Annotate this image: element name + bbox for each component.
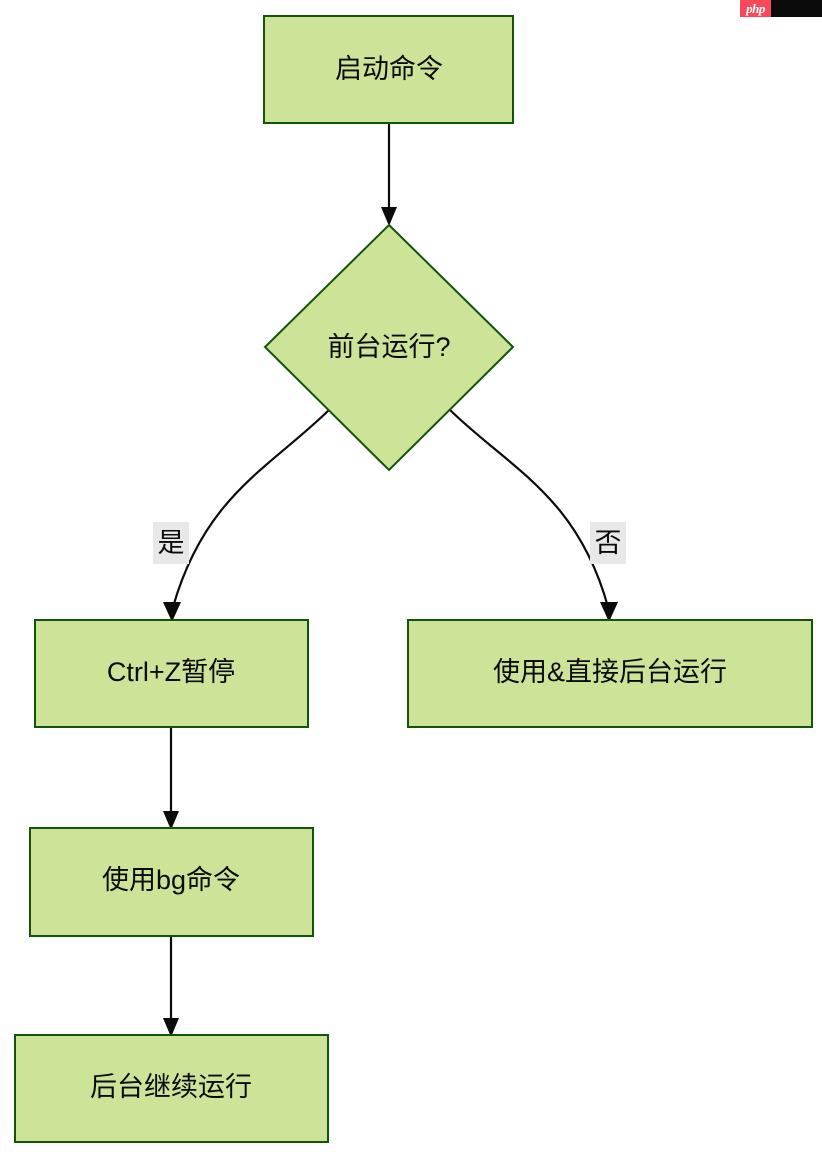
edge-label-yes-background [153, 522, 189, 564]
node-suspend-shape[interactable] [34, 619, 309, 728]
edge-label-yes: 是 [153, 522, 189, 564]
node-decision-label: 前台运行? [327, 332, 450, 362]
node-bg[interactable]: 使用bg命令 [29, 827, 314, 937]
edge-decision-to-ampersand [448, 408, 618, 622]
edge-line [171, 408, 331, 608]
edge-start-to-decision [381, 123, 397, 226]
node-bg-label: 使用bg命令 [102, 865, 240, 895]
edge-label-yes-text: 是 [158, 528, 185, 558]
node-ampersand-label: 使用&直接后台运行 [493, 657, 727, 687]
node-decision[interactable]: 前台运行? [263, 223, 515, 472]
edge-label-no-background [590, 522, 626, 564]
node-running-label: 后台继续运行 [90, 1072, 252, 1102]
node-decision-shape[interactable] [263, 223, 515, 472]
arrowhead-icon [163, 1018, 179, 1037]
node-start[interactable]: 启动命令 [263, 15, 514, 124]
node-ampersand-shape[interactable] [407, 619, 813, 728]
node-start-shape[interactable] [263, 15, 514, 124]
arrowhead-icon [163, 811, 179, 830]
edge-label-no-text: 否 [595, 528, 622, 558]
node-ampersand[interactable]: 使用&直接后台运行 [407, 619, 813, 728]
php-logo-icon: php [740, 0, 771, 17]
edge-line [448, 408, 610, 608]
edge-label-no: 否 [590, 522, 626, 564]
arrowhead-icon [600, 602, 618, 622]
arrowhead-icon [163, 602, 181, 622]
watermark-badge: php [740, 0, 822, 17]
node-suspend-label: Ctrl+Z暂停 [107, 657, 235, 687]
edge-decision-to-suspend [163, 408, 331, 622]
node-suspend[interactable]: Ctrl+Z暂停 [34, 619, 309, 728]
node-start-label: 启动命令 [335, 54, 443, 84]
node-running[interactable]: 后台继续运行 [14, 1034, 329, 1143]
node-bg-shape[interactable] [29, 827, 314, 937]
node-running-shape[interactable] [14, 1034, 329, 1143]
edge-bg-to-running [163, 936, 179, 1037]
arrowhead-icon [381, 207, 397, 226]
watermark-bar [771, 0, 822, 17]
edge-suspend-to-bg [163, 727, 179, 830]
